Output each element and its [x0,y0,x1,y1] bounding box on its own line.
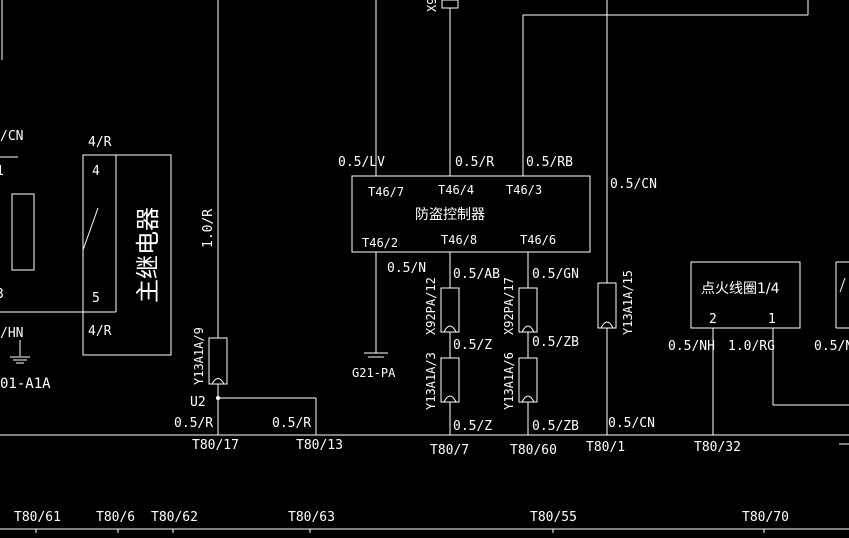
t80-7-label: T80/7 [430,443,469,458]
wire-n-label: 0.5/N [387,261,426,276]
g21-label: G21-PA [352,366,396,380]
t80-61-label: T80/61 [14,510,61,525]
y13-9-connector [208,337,228,385]
wire-rg-label: 1.0/RG [728,339,775,354]
immobilizer-box [351,175,591,253]
wire-lv-label: 0.5/LV [338,155,385,170]
t46-6-label: T46/6 [520,233,556,247]
t80-13-label: T80/13 [296,438,343,453]
t46-2-label: T46/2 [362,236,398,250]
t46-8-label: T46/8 [441,233,477,247]
t80-17-label: T80/17 [192,438,239,453]
x92-12-connector [440,287,460,333]
y13-6-connector [518,357,538,403]
t80-55-label: T80/55 [530,510,577,525]
t80-1-label: T80/1 [586,440,625,455]
wire-n-right-label: 0.5/N [814,339,849,354]
relay-pin5-label: 5 [92,291,100,306]
right-box-fragment [839,277,846,293]
wire-cn-bottom-label: 0.5/CN [608,416,655,431]
x92-17-connector [518,287,538,333]
cut-hn-label: /HN [0,326,23,341]
left-fuse [11,193,35,271]
top-connector [441,0,459,9]
wire-05r-a-label: 0.5/R [174,416,213,431]
wire-05r-b-label: 0.5/R [272,416,311,431]
y13-3-label: Y13A1A/3 [424,352,438,410]
t80-63-label: T80/63 [288,510,335,525]
y13-3-pin [443,395,457,403]
wire-r-label: 0.5/R [455,155,494,170]
y13-6-label: Y13A1A/6 [502,352,516,410]
x92-12-label: X92PA/12 [424,277,438,335]
wire-10r-label: 1.0/R [201,209,216,248]
y13-3-connector [440,357,460,403]
y13-15-label: Y13A1A/15 [621,270,635,335]
relay-switch-contact [82,207,99,251]
coil-pin2-label: 2 [709,312,717,327]
relay-pin4-label: 4 [92,164,100,179]
left-ground-symbol [10,356,30,364]
relay-name: 主继电器 [134,207,162,303]
u2-label: U2 [190,395,206,410]
cut-three-label: 3 [0,287,4,302]
t46-3-label: T46/3 [506,183,542,197]
ignition-coil-box [690,261,801,329]
y13-15-pin [600,321,614,329]
wire-cn-top-label: 0.5/CN [610,177,657,192]
wire-z2-label: 0.5/Z [453,419,492,434]
wire-z1-label: 0.5/Z [453,338,492,353]
x92-17-label: X92PA/17 [502,277,516,335]
t80-70-label: T80/70 [742,510,789,525]
wire-ab-label: 0.5/AB [453,267,500,282]
cut-cn-label: /CN [0,129,23,144]
cut-one-label: 1 [0,164,4,179]
relay-wire-bottom-label: 4/R [88,324,112,339]
cut-top-label: X9 [425,0,439,12]
g21-ground-symbol [364,352,388,358]
t46-4-label: T46/4 [438,183,474,197]
t80-32-label: T80/32 [694,440,741,455]
wire-rb-label: 0.5/RB [526,155,573,170]
y13-9-pin [211,378,225,385]
wire-nh-label: 0.5/NH [668,339,715,354]
y13-6-pin [521,395,535,403]
x92-12-pin [443,325,457,333]
t46-7-label: T46/7 [368,185,404,199]
wire-zb2-label: 0.5/ZB [532,419,579,434]
y13-9-label: Y13A1A/9 [192,327,206,385]
relay-wire-top-label: 4/R [88,135,112,150]
t80-60-label: T80/60 [510,443,557,458]
t80-62-label: T80/62 [151,510,198,525]
bottom-bus-drops [35,529,765,533]
y13-15-connector [597,282,617,329]
cut-a1a-label: 01-A1A [0,376,51,392]
wire-gn-label: 0.5/GN [532,267,579,282]
wire-zb1-label: 0.5/ZB [532,335,579,350]
t80-6-label: T80/6 [96,510,135,525]
immobilizer-name: 防盗控制器 [415,207,485,223]
coil-pin1-label: 1 [768,312,776,327]
x92-17-pin [521,325,535,333]
coil-name: 点火线圈1/4 [701,281,780,297]
